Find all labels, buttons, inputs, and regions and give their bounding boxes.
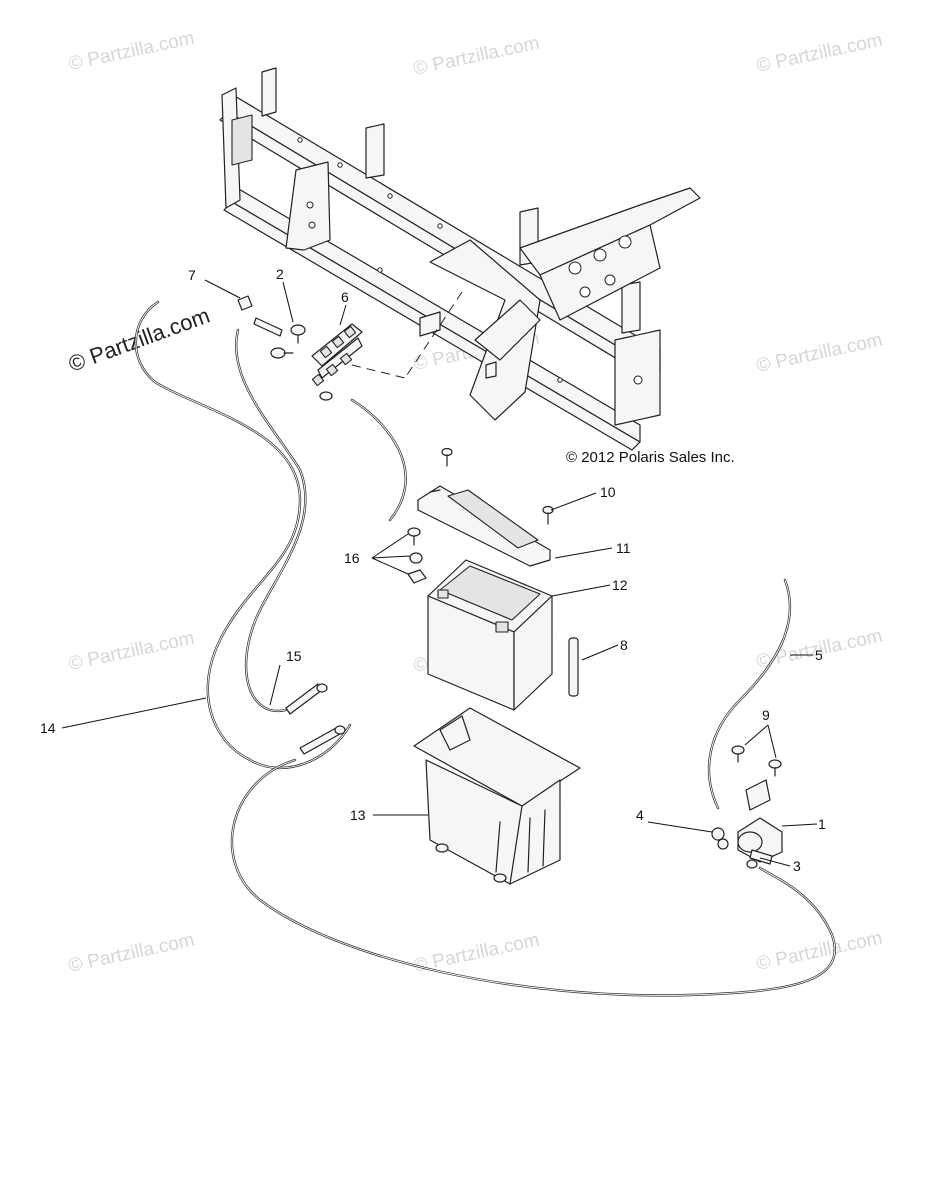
callout-1: 1 — [818, 816, 826, 832]
watermark: © Partzilla.com — [755, 928, 885, 975]
callouts: 7 2 6 10 11 12 16 8 15 14 13 5 9 4 1 3 — [40, 266, 826, 874]
callout-2: 2 — [276, 266, 284, 282]
cables — [134, 300, 836, 997]
watermark: © Partzilla.com — [67, 628, 197, 675]
screw-part2 — [270, 324, 306, 359]
watermark: © Partzilla.com — [67, 28, 197, 75]
callout-8: 8 — [620, 637, 628, 653]
solenoid-part1 — [737, 779, 783, 865]
watermark: © Partzilla.com — [67, 930, 197, 977]
callout-10: 10 — [600, 484, 616, 500]
hardware-part16 — [407, 527, 427, 584]
battery-part12 — [427, 559, 553, 711]
screw-part9 — [731, 745, 782, 777]
watermark: © Partzilla.com — [755, 330, 885, 377]
leader-lines — [61, 279, 818, 867]
watermark-main: © Partzilla.com — [65, 303, 213, 377]
terminal-block-part6 — [311, 323, 363, 387]
watermark: © Partzilla.com — [755, 30, 885, 77]
terminal-part7 — [237, 295, 283, 337]
callout-9: 9 — [762, 707, 770, 723]
chassis-frame — [219, 67, 701, 451]
holddown-bracket-part11 — [417, 485, 551, 567]
copyright-notice: © 2012 Polaris Sales Inc. — [566, 449, 735, 466]
callout-11: 11 — [616, 540, 631, 556]
callout-4: 4 — [636, 807, 644, 823]
watermark: © Partzilla.com — [412, 33, 542, 80]
callout-6: 6 — [341, 289, 349, 305]
bolt-part10 — [441, 447, 554, 525]
callout-12: 12 — [612, 577, 628, 593]
callout-15: 15 — [286, 648, 302, 664]
callout-3: 3 — [793, 858, 801, 874]
callout-5: 5 — [815, 647, 823, 663]
callout-16: 16 — [344, 550, 360, 566]
terminal-cap-part4 — [711, 827, 729, 850]
callout-13: 13 — [350, 807, 366, 823]
vent-tube-part8 — [568, 637, 579, 697]
callout-7: 7 — [188, 267, 196, 283]
battery-box-part13 — [413, 707, 581, 885]
callout-14: 14 — [40, 720, 56, 736]
